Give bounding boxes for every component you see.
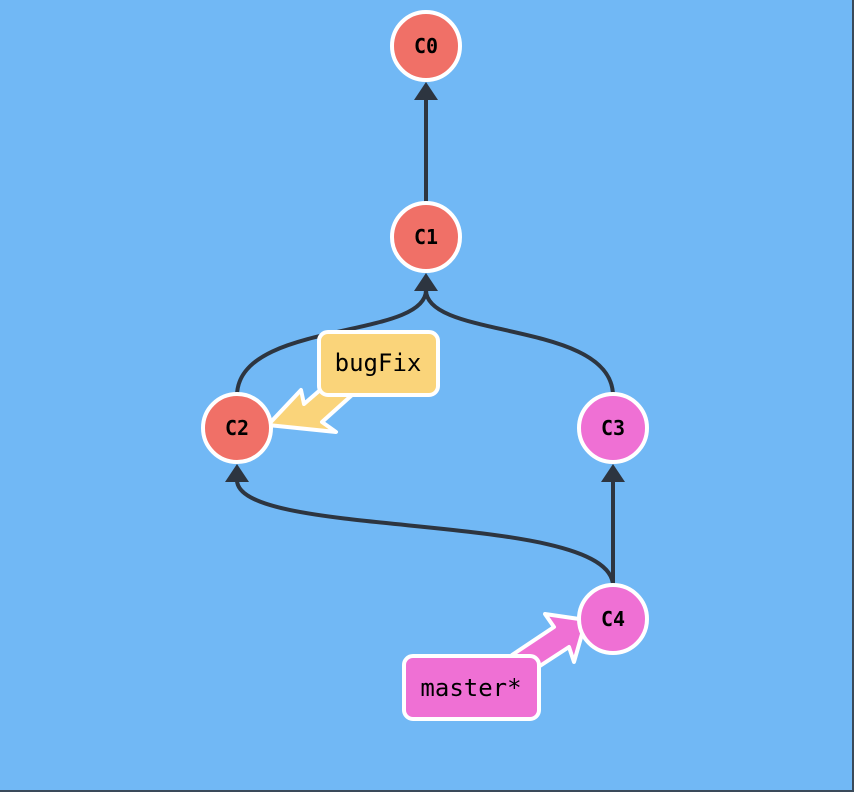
commit-label: C1 [414,225,438,249]
commit-c0[interactable]: C0 [390,10,462,82]
commit-node[interactable] [390,10,462,82]
branch-master[interactable]: master* [402,654,541,721]
commit-node[interactable] [201,392,273,464]
branch-label-box[interactable] [317,330,440,397]
branch-bugfix[interactable]: bugFix [317,330,440,397]
branch-label: bugFix [335,349,422,377]
commit-node[interactable] [577,392,649,464]
commit-c3[interactable]: C3 [577,392,649,464]
commit-node[interactable] [390,201,462,273]
branch-label-box[interactable] [402,654,541,721]
commit-label: C4 [601,607,625,631]
edge-c4-c2 [235,479,615,587]
arrowhead-c3 [601,464,625,482]
commit-label: C0 [414,34,438,58]
commit-c2[interactable]: C2 [201,392,273,464]
commit-label: C2 [225,416,249,440]
commit-node[interactable] [577,583,649,655]
commit-c4[interactable]: C4 [577,583,649,655]
commit-c1[interactable]: C1 [390,201,462,273]
branch-label: master* [420,674,521,702]
arrowhead-c2 [225,464,249,482]
edge-c3-c1 [424,289,615,397]
arrowhead-c1 [414,273,438,291]
arrowhead-c0 [414,82,438,100]
commit-label: C3 [601,416,625,440]
